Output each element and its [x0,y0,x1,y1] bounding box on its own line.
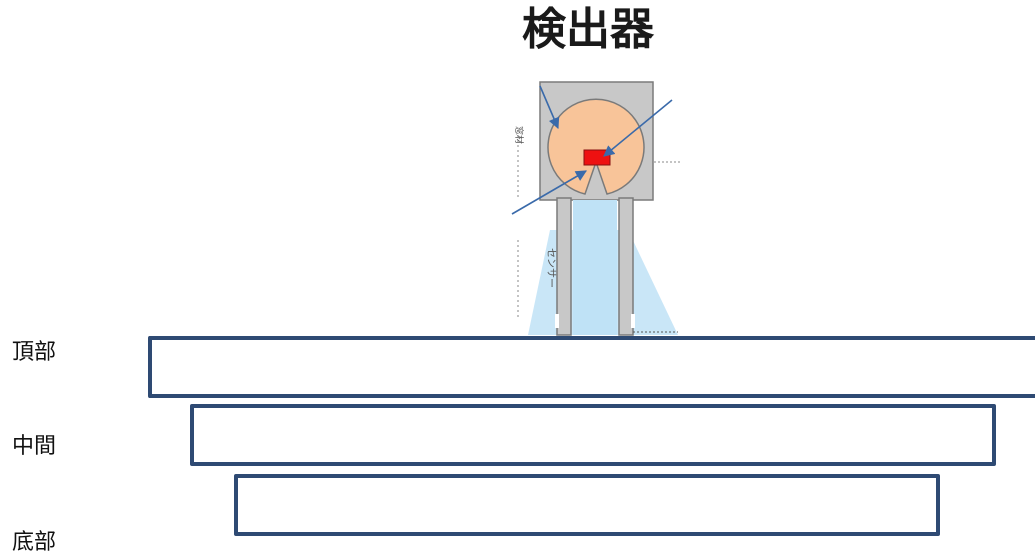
incident-arrow-bottom [511,170,587,215]
lens-window [547,98,645,195]
layer-top-label: 頂部 [12,340,57,365]
incident-arrow-right [603,99,673,157]
sensor-element [583,149,611,166]
sensor-label: センサー [545,248,557,288]
detector-illustration: 窓材 センサー [511,81,680,336]
diagram-title: 検出器 [522,4,654,55]
layer-middle [190,404,996,466]
window-label: 窓材 [513,126,525,144]
layer-bottom [234,474,940,536]
leg-notch-left [555,314,559,328]
incident-arrow-top [539,85,560,130]
layer-top [148,336,1035,398]
layer-middle-label: 中間 [12,434,57,459]
leg-notch-right [631,314,635,328]
layer-bottom-label: 底部 [12,530,57,555]
